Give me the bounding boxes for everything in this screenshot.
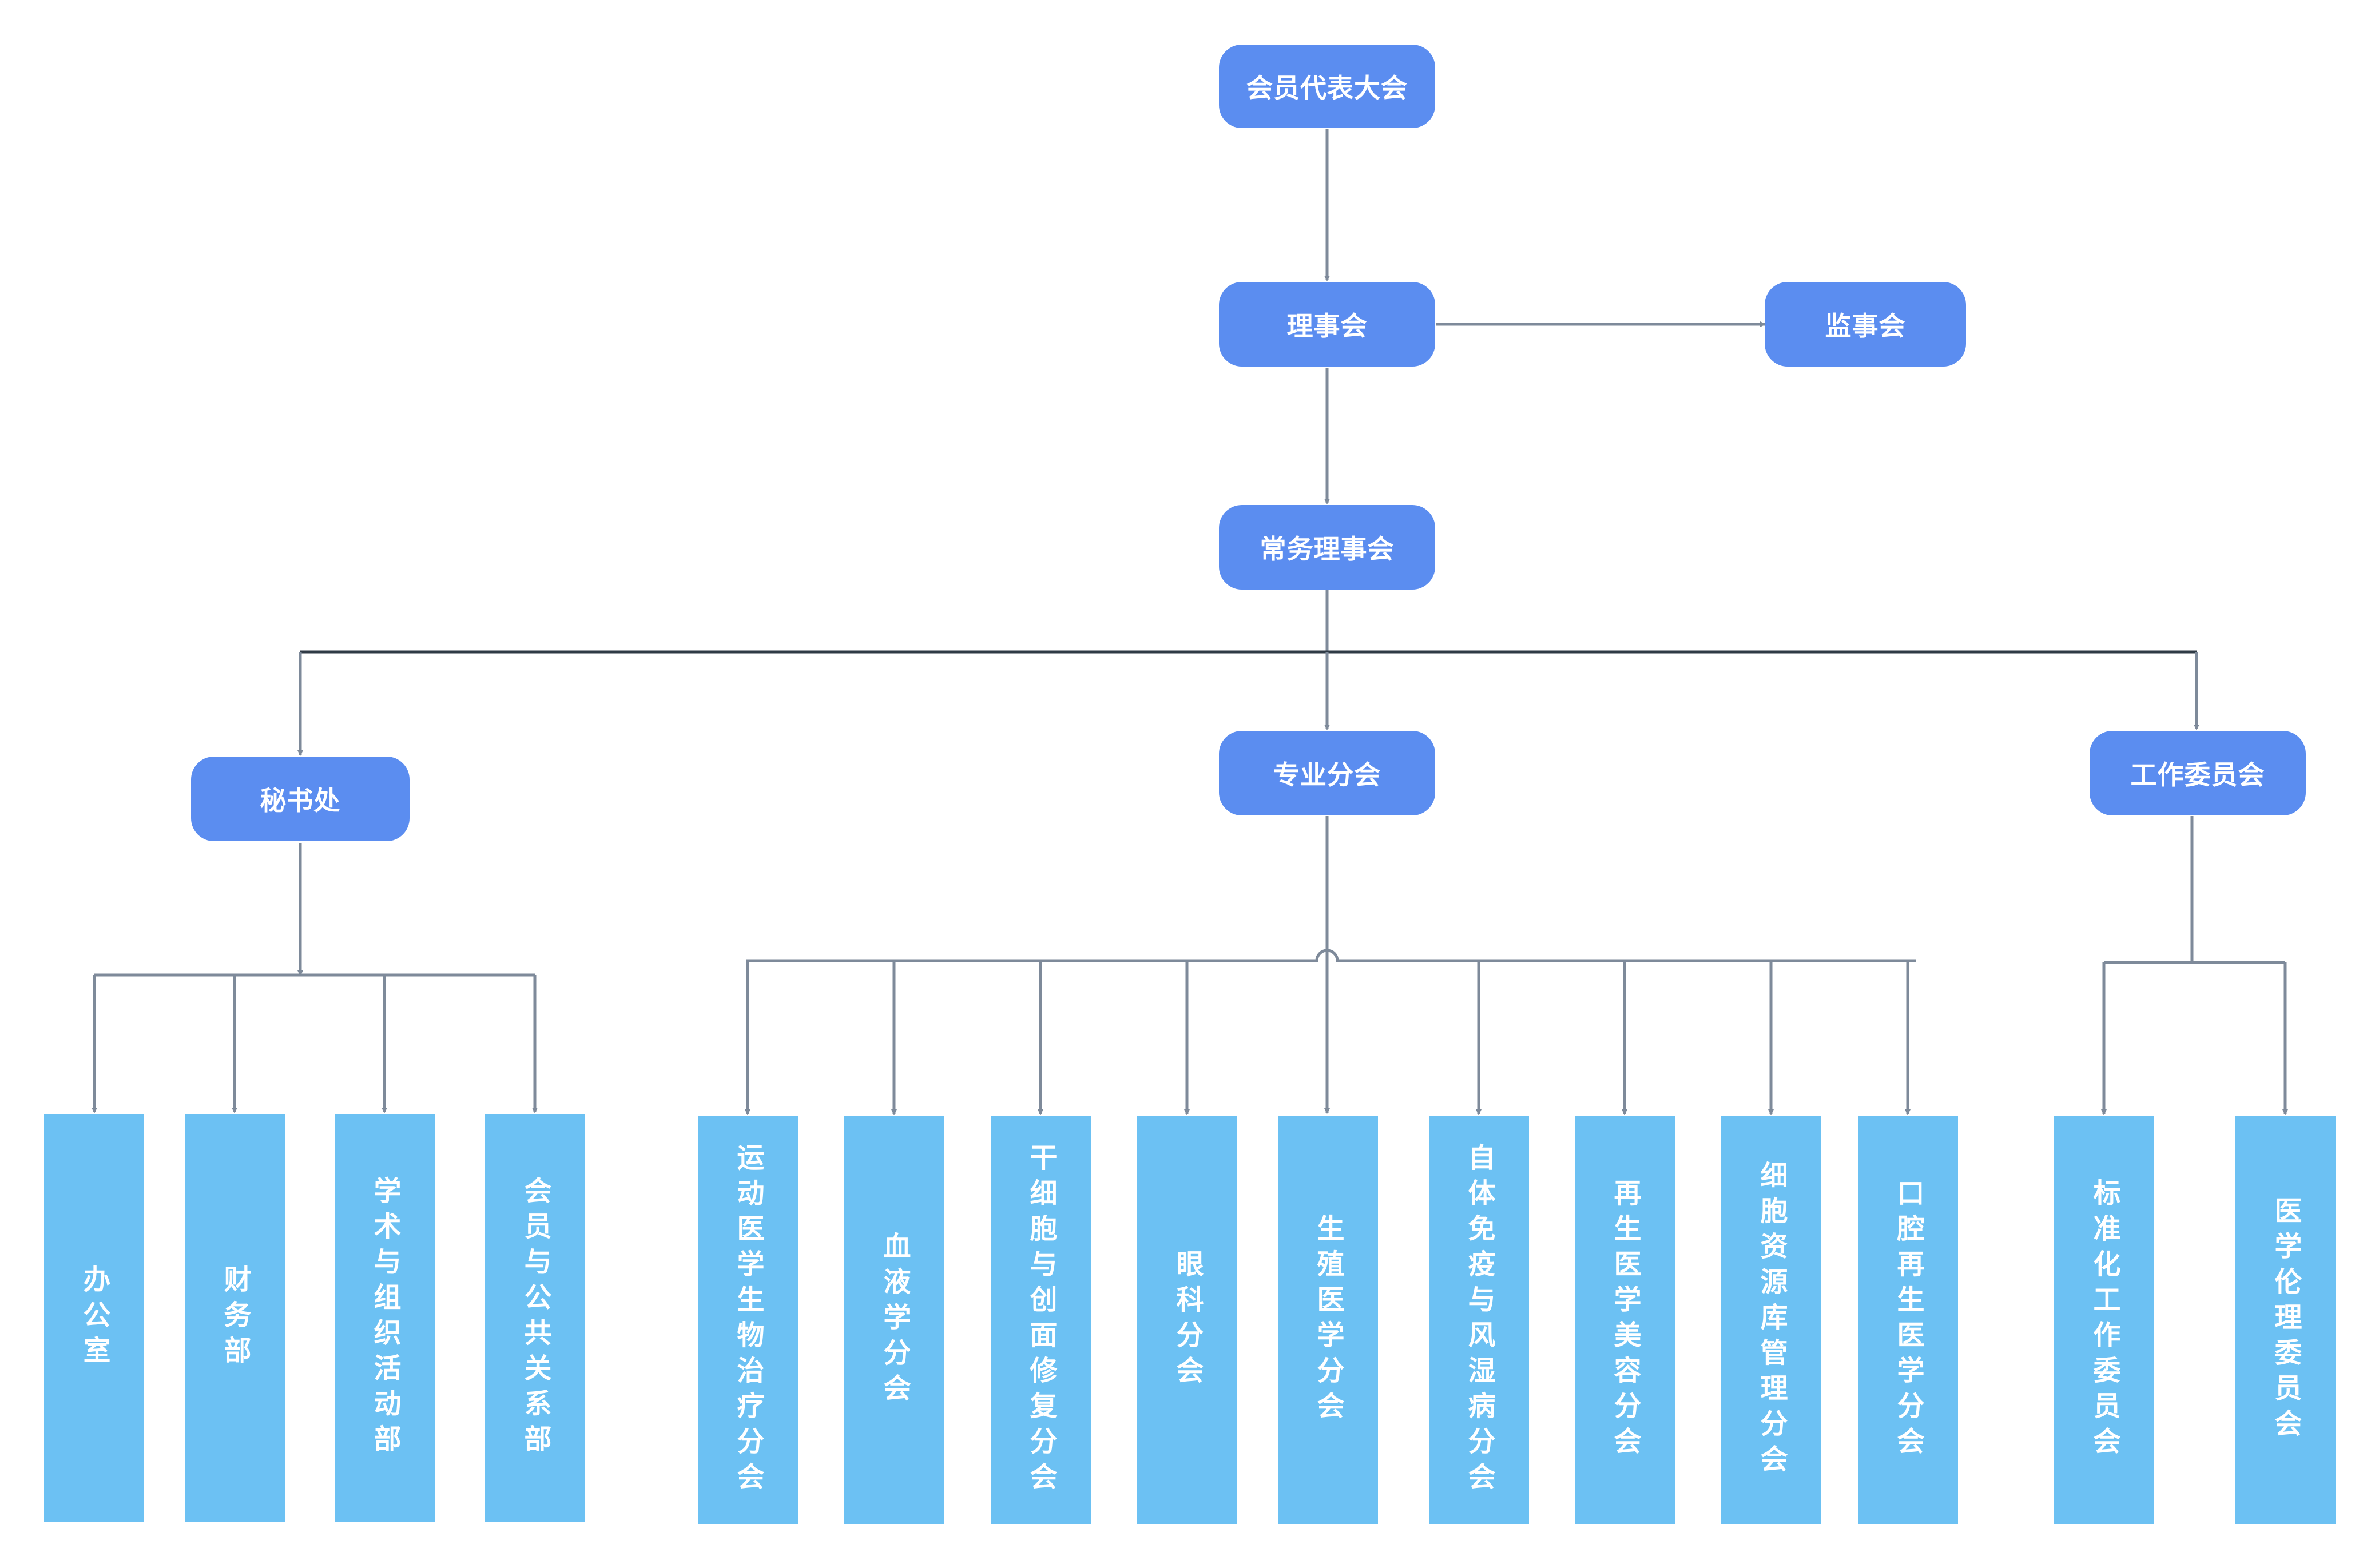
unit-label: 口腔再生医学分会: [1892, 1178, 1924, 1462]
node-council-label: 理事会: [1286, 311, 1368, 341]
branch-regenerative-cosmetology: 再生医学美容分会: [1575, 1116, 1675, 1524]
unit-label: 医学伦理委员会: [2269, 1196, 2302, 1444]
branch-reproductive-medicine: 生殖医学分会: [1278, 1116, 1378, 1524]
unit-label: 干细胞与创面修复分会: [1024, 1143, 1057, 1498]
unit-label: 再生医学美容分会: [1609, 1178, 1641, 1462]
unit-office: 办公室: [44, 1114, 144, 1522]
unit-finance: 财务部: [185, 1114, 285, 1522]
unit-label: 生殖医学分会: [1312, 1213, 1344, 1427]
node-secretariat-label: 秘书处: [260, 785, 341, 816]
branch-ophthalmology: 眼科分会: [1137, 1116, 1237, 1524]
unit-label: 办公室: [78, 1264, 110, 1371]
unit-label: 血液学分会: [878, 1231, 911, 1409]
unit-label: 会员与公共关系部: [519, 1176, 551, 1460]
branch-autoimmune-rheumatism: 自体免疫与风湿病分会: [1429, 1116, 1529, 1524]
node-supervisors: 监事会: [1765, 282, 1966, 367]
node-standing-council: 常务理事会: [1219, 505, 1435, 590]
node-congress-label: 会员代表大会: [1246, 73, 1408, 104]
committee-medical-ethics: 医学伦理委员会: [2235, 1116, 2336, 1524]
node-standing-council-label: 常务理事会: [1260, 534, 1395, 564]
branch-sports-medicine: 运动医学生物治疗分会: [698, 1116, 798, 1524]
connector-branches-bus: [746, 949, 1916, 962]
node-branches: 专业分会: [1219, 731, 1435, 815]
committee-standardization: 标准化工作委员会: [2054, 1116, 2154, 1524]
unit-label: 财务部: [219, 1264, 251, 1371]
branch-cell-bank: 细胞资源库管理分会: [1721, 1116, 1821, 1524]
unit-label: 眼科分会: [1171, 1249, 1204, 1391]
node-committees: 工作委员会: [2090, 731, 2306, 815]
node-congress: 会员代表大会: [1219, 45, 1435, 128]
unit-label: 运动医学生物治疗分会: [732, 1143, 764, 1498]
branch-hematology: 血液学分会: [844, 1116, 944, 1524]
node-supervisors-label: 监事会: [1825, 311, 1906, 341]
unit-label: 标准化工作委员会: [2088, 1178, 2120, 1462]
node-branches-label: 专业分会: [1273, 759, 1381, 790]
branch-stem-cell-wound: 干细胞与创面修复分会: [991, 1116, 1091, 1524]
unit-label: 细胞资源库管理分会: [1755, 1160, 1788, 1480]
node-secretariat: 秘书处: [191, 757, 410, 841]
node-committees-label: 工作委员会: [2130, 759, 2265, 790]
node-council: 理事会: [1219, 282, 1435, 367]
unit-label: 学术与组织活动部: [368, 1176, 401, 1460]
branch-oral-regenerative: 口腔再生医学分会: [1858, 1116, 1958, 1524]
unit-member-relations: 会员与公共关系部: [485, 1114, 585, 1522]
unit-label: 自体免疫与风湿病分会: [1463, 1143, 1495, 1498]
unit-academic-activities: 学术与组织活动部: [335, 1114, 435, 1522]
